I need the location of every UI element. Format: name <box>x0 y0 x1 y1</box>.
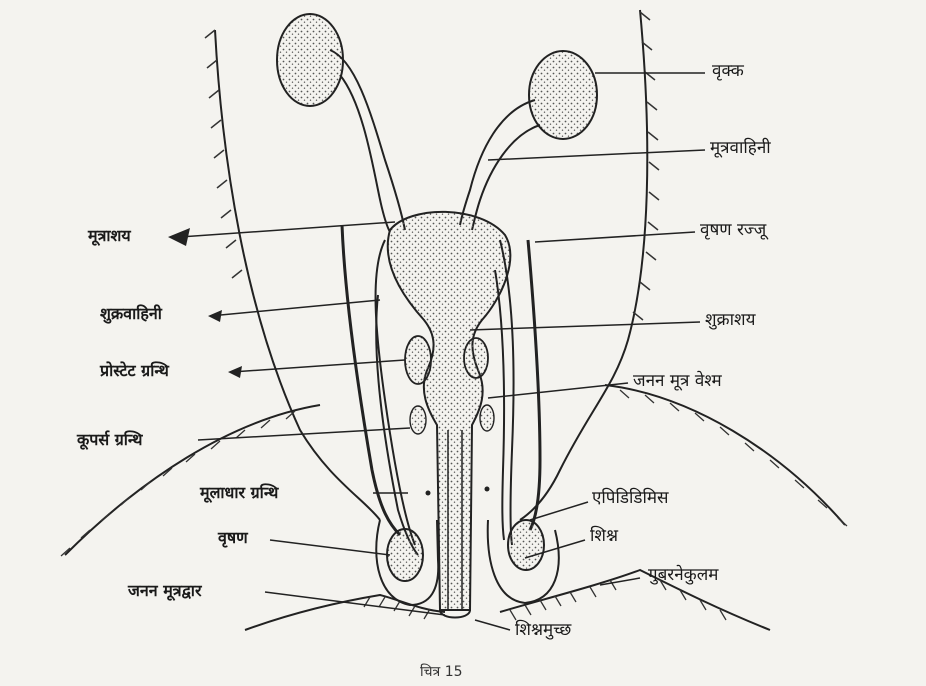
label-urogenital-aperture: जनन मूत्रद्वार <box>128 583 202 599</box>
arrowheads <box>168 228 242 378</box>
right-prostate <box>464 338 488 378</box>
label-perineal: मूलाधार ग्रन्थि <box>200 485 278 501</box>
label-gubernaculum: गुबरनेकुलम <box>648 567 718 584</box>
label-epididymis: एपिडिडिमिस <box>592 490 669 507</box>
label-kidney: वृक्क <box>712 63 744 80</box>
label-ureter: मूत्रवाहिनी <box>710 140 771 157</box>
left-testis <box>387 529 423 581</box>
label-vas-deferens: शुक्रवाहिनी <box>100 306 162 322</box>
left-prostate <box>405 336 431 384</box>
label-urogenital-sinus: जनन मूत्र वेश्म <box>633 373 722 390</box>
label-seminal-vesicle: शुक्राशय <box>705 312 755 329</box>
ureters <box>330 50 540 232</box>
left-kidney <box>277 14 343 106</box>
label-testis: वृषण <box>218 530 248 546</box>
label-preputial-tuft: शिश्नमुच्छ <box>515 622 571 639</box>
figure-caption: चित्र 15 <box>420 663 463 680</box>
label-bladder: मूत्राशय <box>88 228 131 244</box>
label-spermatic-cord: वृषण रज्जू <box>700 222 766 239</box>
label-cowper: कूपर्स ग्रन्थि <box>77 432 142 448</box>
label-penis: शिश्न <box>590 528 618 545</box>
label-prostate: प्रोस्टेट ग्रन्थि <box>100 363 169 379</box>
left-cowper-gland <box>410 406 426 434</box>
right-cowper-gland <box>480 405 494 431</box>
right-testis <box>508 520 544 570</box>
